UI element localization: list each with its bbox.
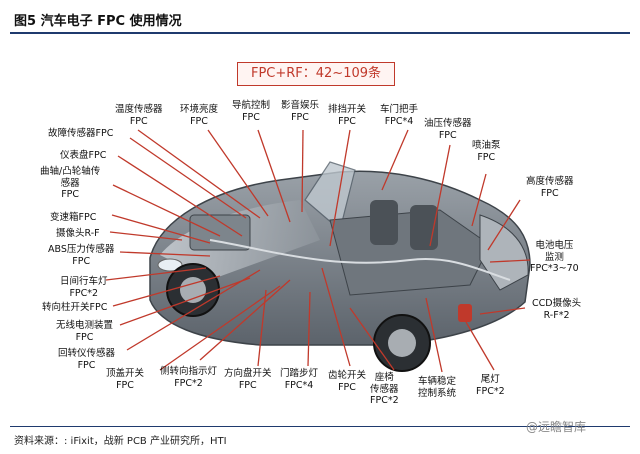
headlight bbox=[157, 258, 183, 272]
label-stability-control: 车辆稳定控制系统 bbox=[418, 376, 457, 399]
tail-light bbox=[458, 304, 472, 322]
car-illustration bbox=[105, 129, 531, 373]
engine bbox=[189, 214, 251, 251]
trunk bbox=[479, 214, 529, 291]
source-note: 资料来源：: iFixit，战新 PCB 产业研究所，HTI bbox=[14, 436, 227, 447]
title-bar: 图5 汽车电子 FPC 使用情况 bbox=[10, 6, 630, 34]
bottom-rule bbox=[10, 426, 630, 427]
label-fault-sensor: 故障传感器FPC bbox=[48, 128, 114, 139]
label-instrument-panel: 仪表盘FPC bbox=[60, 150, 107, 161]
wiring-harness bbox=[209, 239, 511, 281]
windshield bbox=[304, 161, 356, 232]
seat-left bbox=[370, 200, 398, 245]
leader-lines bbox=[105, 129, 531, 373]
fpc-count-badge: FPC+RF：42~109条 bbox=[237, 62, 395, 86]
label-gearbox: 变速箱FPC bbox=[50, 212, 97, 223]
label-camera-rf: 摄像头R-F bbox=[56, 228, 100, 239]
figure-title: 图5 汽车电子 FPC 使用情况 bbox=[14, 14, 182, 29]
watermark: @远瞻智库 bbox=[526, 420, 587, 434]
label-steering-column-switch: 转向柱开关FPC bbox=[42, 302, 108, 313]
